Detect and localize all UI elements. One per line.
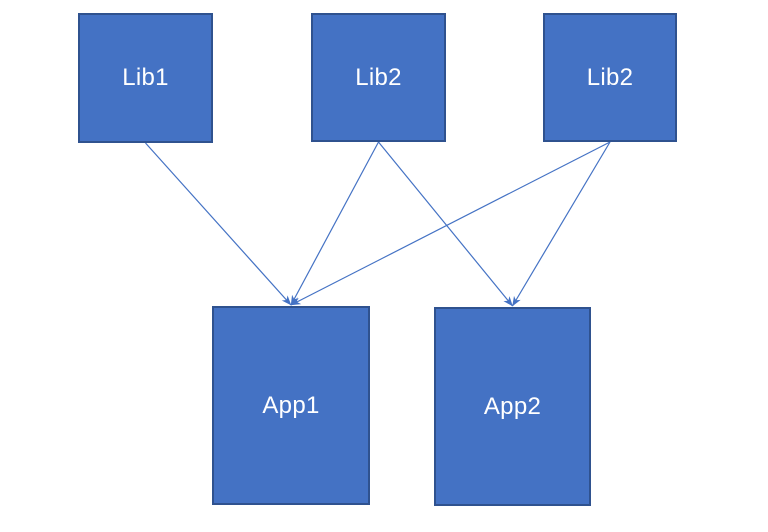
edge-lib2b-app1	[290, 141, 611, 306]
edges-group	[145, 141, 611, 307]
node-label: App1	[262, 391, 320, 419]
edge-lib2a-app1	[290, 141, 380, 306]
node-lib2a: Lib2	[311, 13, 446, 142]
node-lib1: Lib1	[78, 13, 213, 143]
node-label: Lib2	[586, 63, 634, 91]
node-label: Lib2	[355, 63, 402, 91]
edge-lib2a-app2	[378, 141, 513, 307]
edge-lib2b-app2	[511, 141, 611, 307]
node-app2: App2	[434, 307, 591, 506]
edge-lib1-app1	[145, 142, 292, 306]
node-label: Lib1	[122, 64, 169, 91]
node-label: App2	[483, 392, 542, 420]
node-lib2b: Lib2	[543, 13, 677, 142]
node-app1: App1	[212, 306, 370, 505]
